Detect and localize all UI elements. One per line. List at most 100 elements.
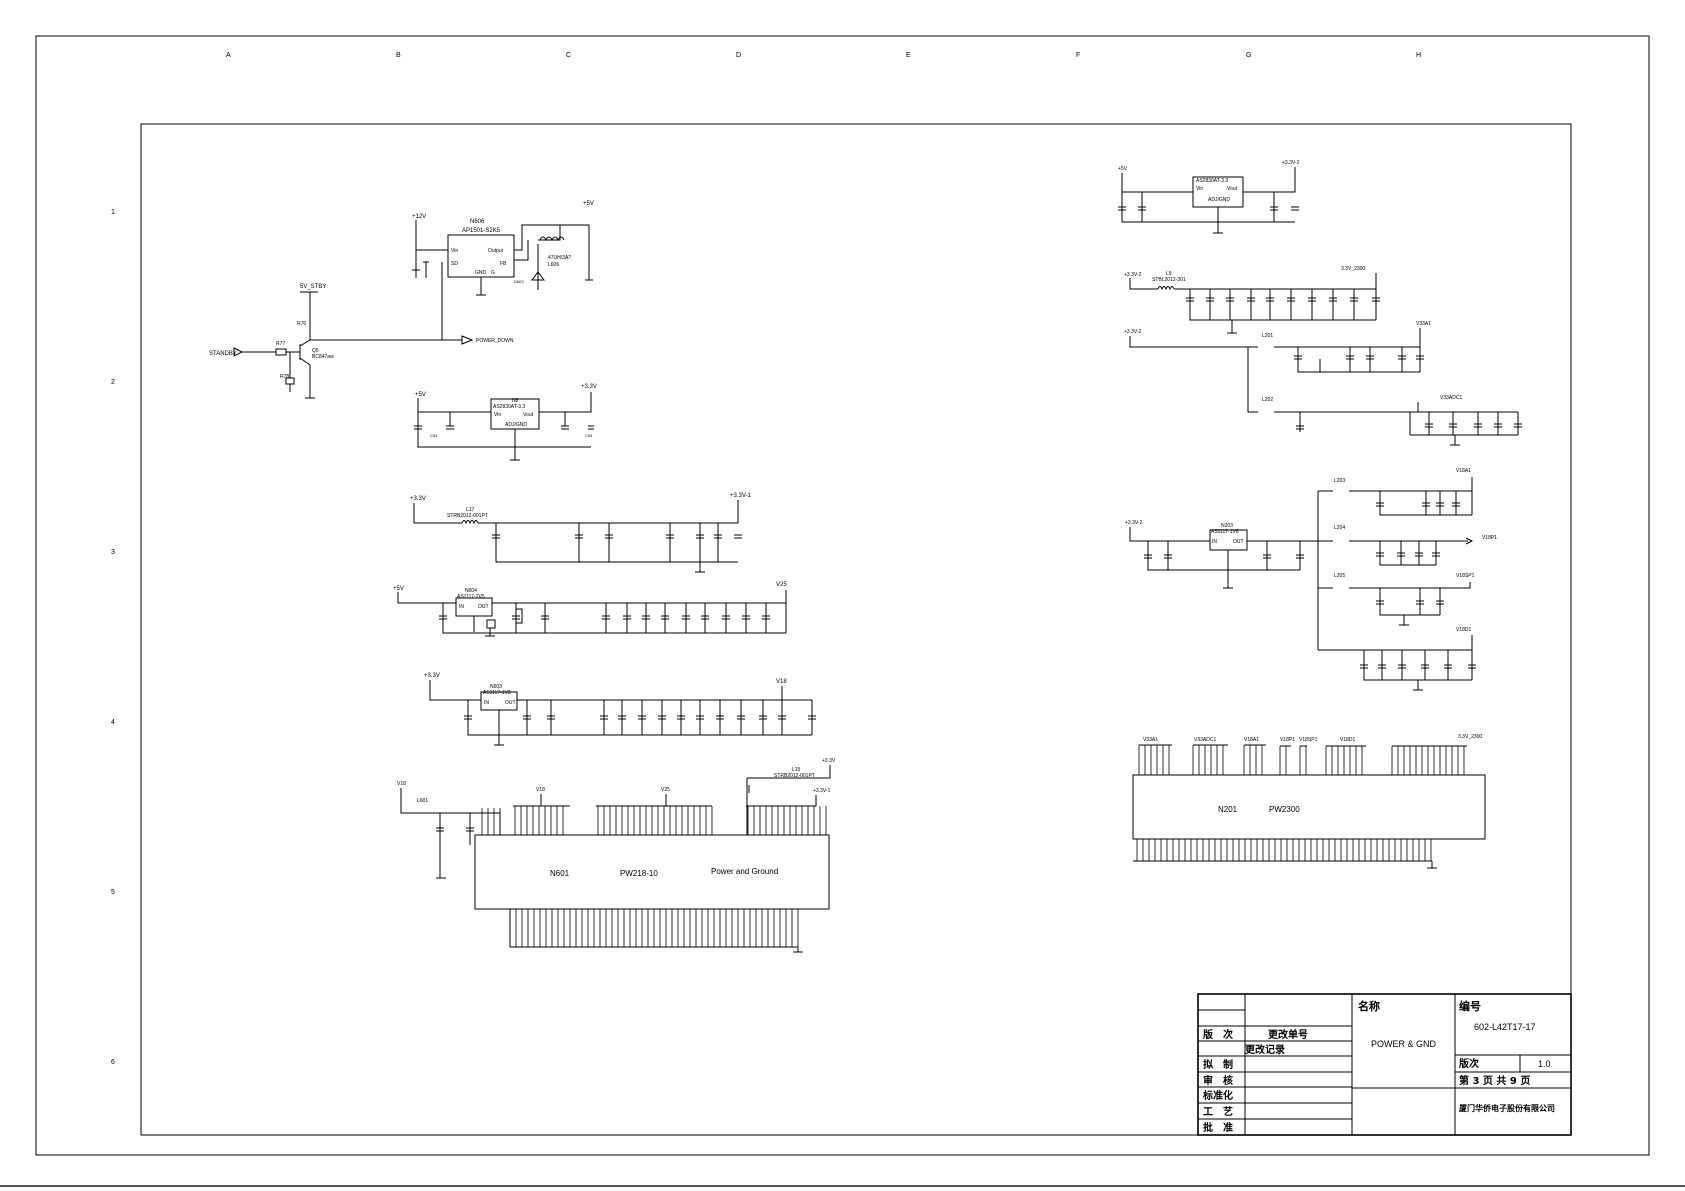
right-top-regulator: AS2830AT-3.3 Vin Vout ADJ/GND +5V +3.3V-… — [1118, 160, 1300, 234]
rt-pin-vout: Vout — [1227, 186, 1238, 192]
n606-pin-output: Output — [488, 248, 504, 254]
n606-pin-vin: Vin — [451, 248, 458, 254]
rs-in-net: +3.3V-2 — [1124, 329, 1142, 335]
standby-r77: R77 — [276, 341, 285, 347]
n201-top-pins-a — [1138, 745, 1170, 775]
title-block-frame — [1197, 993, 1572, 1136]
standby-input: STANDBY — [209, 351, 237, 357]
n201-part: PW2300 — [1269, 805, 1300, 814]
tb-row-draft: 拟 制 — [1203, 1058, 1233, 1071]
tb-change-record-label: 更改记录 — [1245, 1043, 1285, 1056]
n201-ref: N201 — [1218, 805, 1238, 814]
filter1-inductor: L17 — [466, 507, 475, 513]
row-label-1: 1 — [111, 209, 115, 216]
col-label-c: C — [566, 52, 571, 59]
tb-name-value: POWER & GND — [1371, 1039, 1437, 1049]
n606-inductor-coil — [539, 236, 565, 242]
standby-circuit: 5V_STBY STANDBY POWER_DOWN Q5 BC847aw R7… — [209, 284, 514, 399]
right-filter: +3.3V-2 L9 STBL2012-301 3.3V_2300 — [1124, 266, 1380, 334]
n601-net-3v3-1: +3.3V-1 — [813, 788, 831, 794]
n8-c53: C53 — [430, 433, 438, 438]
n201-net-v33adc1: V33ADC1 — [1194, 737, 1216, 743]
tb-row-approve: 批 准 — [1203, 1121, 1233, 1134]
n201-net-v18p1: V18P1 — [1280, 737, 1295, 743]
filter-3v3-1: +3.3V +3.3V-1 L17 STRB2012-001PT — [410, 493, 752, 573]
n203-net-v18d1: V18D1 — [1456, 627, 1472, 633]
n203-pin-out: OUT — [1233, 539, 1244, 545]
n601-connector: N601 PW218-10 Power and Ground V18 V18 V… — [397, 758, 836, 953]
n606-regulator: N606 AP1501-S2K5 Vin Output SD FB GND G … — [412, 201, 594, 340]
n201-top-pins-d — [1279, 746, 1287, 775]
col-label-e: E — [906, 52, 911, 59]
n203-l203: L203 — [1334, 478, 1345, 484]
rt-wiring — [1118, 167, 1299, 234]
n201-net-v18sp1: V18SP1 — [1299, 737, 1318, 743]
title-block-grid — [1198, 994, 1571, 1135]
n203-ref: N203 — [1221, 523, 1233, 529]
standby-q: Q5 — [312, 348, 319, 354]
n601-net-v18-top: V18 — [536, 787, 545, 793]
row-label-5: 5 — [111, 889, 115, 896]
rf-in-net: +3.3V-2 — [1124, 272, 1142, 278]
n201-top-pins-b — [1192, 745, 1224, 775]
filter1-in-net: +3.3V — [410, 496, 426, 502]
standby-r78: R78 — [280, 374, 289, 380]
n606-in-net: +12V — [412, 214, 426, 220]
n606-inductor-val: 47UH/3A? — [548, 255, 571, 261]
n201-top-pins-f — [1325, 746, 1363, 775]
rs-net-v33a1: V33A1 — [1416, 321, 1431, 327]
n201-top-buses — [1139, 744, 1467, 747]
rs-net-v33adc1: V33ADC1 — [1440, 395, 1462, 401]
n201-top-pins-c — [1243, 745, 1263, 775]
tb-number-value: 602-L42T17-17 — [1474, 1022, 1536, 1032]
filter1-wiring — [413, 500, 742, 573]
n606-part: AP1501-S2K5 — [462, 228, 501, 234]
n203-regulator: N203 AS1117-1V8 IN OUT +3.3V-2 L203 L204… — [1125, 468, 1497, 691]
n601-top-pins-a — [481, 808, 501, 835]
rf-coil — [1157, 286, 1175, 291]
n201-net-v18a1: V18A1 — [1244, 737, 1259, 743]
n201-net-3v3-2300: 3.3V_2300 — [1458, 734, 1482, 740]
n601-part: PW218-10 — [620, 869, 658, 878]
n203-pin-in: IN — [1212, 539, 1217, 545]
n8-pin-vout: Vout — [523, 412, 534, 418]
n201-net-v33a1: V33A1 — [1143, 737, 1158, 743]
title-block: 版 次 更改单号 更改记录 拟 制 审 核 标准化 工 艺 批 准 名称 POW… — [1197, 993, 1572, 1136]
n8-ref: N8 — [512, 398, 519, 404]
n201-bottom-bus — [1133, 860, 1437, 869]
n601-net-v18-left: V18 — [397, 781, 406, 787]
tb-company: 厦门华侨电子股份有限公司 — [1459, 1103, 1555, 1113]
standby-wiring — [233, 291, 474, 399]
rf-wiring — [1129, 273, 1380, 334]
n8-out-net: +3.3V — [581, 384, 597, 390]
rs-l201: L201 — [1262, 333, 1273, 339]
n601-net-v25: V25 — [661, 787, 670, 793]
rt-body — [1192, 176, 1244, 208]
filter1-out-net: +3.3V-1 — [730, 493, 752, 499]
n601-top-wiring — [400, 765, 831, 879]
n601-top-pins-b — [514, 806, 564, 835]
n606-inductor-ref: L606 — [548, 262, 559, 268]
n606-out-net: +5V — [583, 201, 594, 207]
n604-pin-out: OUT — [478, 604, 489, 610]
pin-stubs — [481, 745, 1465, 947]
n201-top-pins-g — [1391, 746, 1465, 775]
n603-regulator: N603 AS1117-1V8 IN OUT +3.3V V18 — [424, 673, 816, 746]
n201-top-pins-e — [1299, 746, 1307, 775]
standby-r76: R76 — [297, 321, 306, 327]
rt-in-net: +5V — [1118, 166, 1128, 172]
rt-part: AS2830AT-3.3 — [1196, 178, 1228, 184]
n203-l204: L204 — [1334, 525, 1345, 531]
n601-ref: N601 — [550, 869, 570, 878]
n604-in-net: +5V — [393, 586, 404, 592]
row-label-3: 3 — [111, 549, 115, 556]
col-label-h: H — [1416, 52, 1421, 59]
n201-connector: N201 PW2300 V33A1 V33ADC1 V18A1 V18P1 V1… — [1132, 734, 1486, 869]
n606-pin-g: G — [491, 270, 495, 276]
n8-part: AS2830AT-3.3 — [493, 404, 525, 410]
n606-wiring — [412, 220, 593, 340]
n203-l205: L205 — [1334, 573, 1345, 579]
n604-pin-in: IN — [459, 604, 464, 610]
rt-pin-adj: ADJ/GND — [1208, 197, 1230, 203]
standby-net: 5V_STBY — [300, 284, 326, 290]
